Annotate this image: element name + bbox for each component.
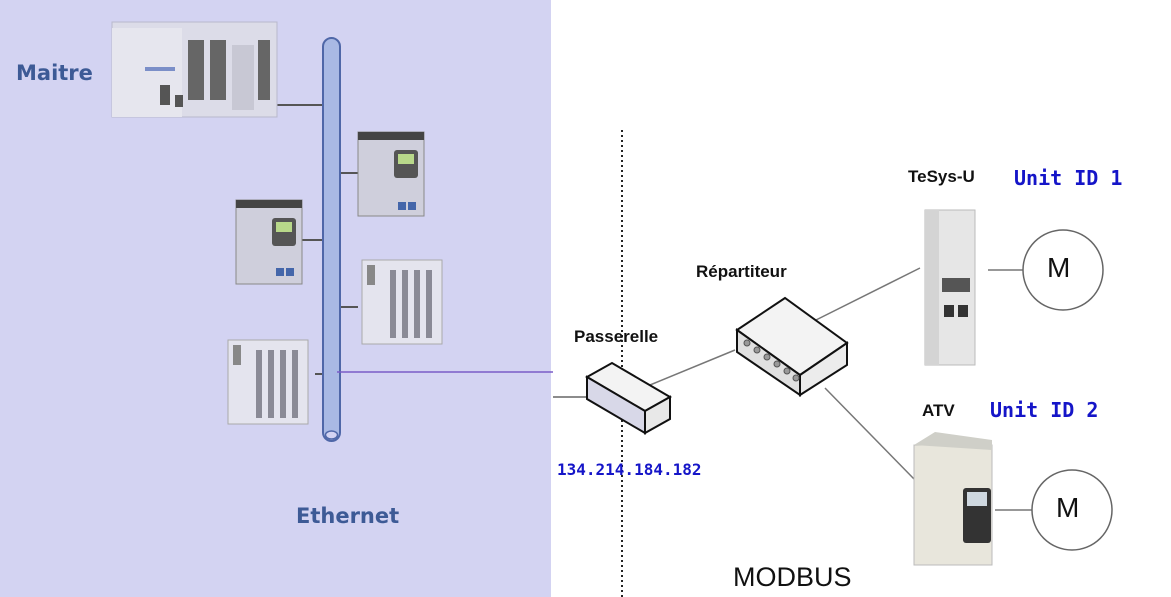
gateway-ip: 134.214.184.182 bbox=[557, 460, 702, 479]
tesys-u-icon bbox=[924, 209, 976, 366]
gateway-icon bbox=[584, 361, 673, 435]
gateway-label: Passerelle bbox=[574, 327, 659, 346]
master-label: Maitre bbox=[16, 61, 93, 85]
hub-ports bbox=[743, 339, 800, 382]
motor-1-label: M bbox=[1047, 252, 1071, 283]
ethernet-connectors bbox=[272, 104, 358, 375]
io-module-icon bbox=[227, 339, 309, 425]
motor-2-label: M bbox=[1056, 492, 1080, 523]
tesys-unit-id: Unit ID 1 bbox=[1014, 166, 1123, 190]
plc-master-icon bbox=[111, 21, 278, 118]
hub-icon bbox=[735, 296, 849, 397]
atv-drive-icon bbox=[913, 432, 993, 566]
ethernet-bus-icon bbox=[322, 37, 341, 442]
motor-icon bbox=[1031, 469, 1113, 551]
atv-unit-id: Unit ID 2 bbox=[990, 398, 1099, 422]
atv-label: ATV bbox=[922, 401, 955, 420]
hub-label: Répartiteur bbox=[696, 262, 787, 281]
drive-icon bbox=[357, 131, 425, 217]
modbus-label: MODBUS bbox=[733, 562, 852, 592]
io-module-icon bbox=[361, 259, 443, 345]
motor-icon bbox=[1022, 229, 1104, 311]
modbus-links bbox=[649, 267, 1032, 511]
drive-icon bbox=[235, 199, 303, 285]
ethernet-label: Ethernet bbox=[296, 504, 400, 528]
tesys-label: TeSys-U bbox=[908, 167, 975, 186]
